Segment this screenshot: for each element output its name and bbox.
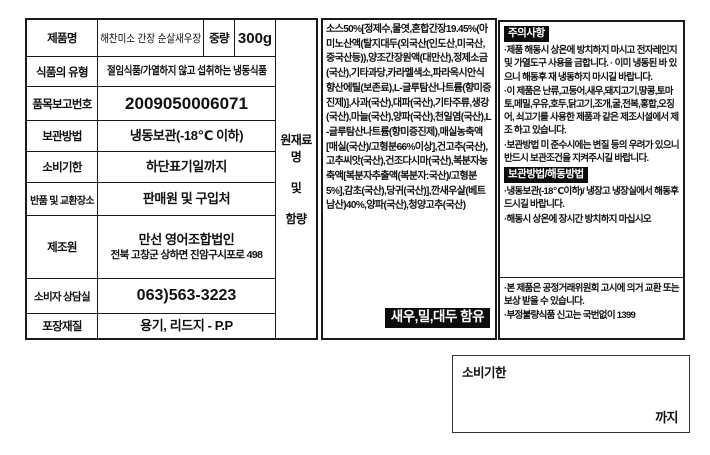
row-label: 제품명 (27, 20, 98, 56)
row-label: 제조원 (27, 216, 98, 278)
expiry-date-box: 소비기한 까지 (452, 355, 690, 433)
storage-item: 해동시 상온에 장시간 방치하지 마십시오 (504, 213, 679, 226)
ingredients-panel: 소스50%[정제수,물엿,혼합간장19.45%(아미노산액(탈지대두(외국산(인… (321, 18, 497, 340)
packaging-value: 용기, 리드지 - P.P (140, 317, 233, 333)
footer-note: 본 제품은 공정거래위원회 고시에 의거 교환 또는 보상 받을 수 있습니다. (504, 282, 680, 308)
row-label: 보관방법 (27, 121, 98, 151)
return-place-value: 판매원 및 구입처 (142, 190, 231, 206)
product-name-value: 해찬미소 간장 순살새우장 (98, 20, 204, 56)
weight-label: 중량 (204, 20, 235, 56)
row-label: 소비자 상담실 (27, 279, 98, 313)
expiry-value: 하단표기일까지 (146, 158, 227, 174)
table-row-storage: 보관방법 냉동보관(-18℃ 이하) (27, 121, 275, 152)
footer-note: 부정불량식품 신고는 국번없이 1399 (504, 309, 679, 322)
weight-value: 300g (237, 29, 273, 47)
table-row-customer-service: 소비자 상담실 063)563-3223 (27, 279, 275, 314)
expiry-box-label: 소비기한 (462, 366, 507, 380)
side-header-line1: 원재료명 (280, 133, 312, 164)
storage-item: 냉동보관(-18℃이하)/ 냉장고 냉장실에서 해동후 드시길 바랍니다. (504, 185, 679, 211)
table-row-packaging: 포장재질 용기, 리드지 - P.P (27, 314, 275, 338)
row-label: 식품의 유형 (27, 57, 98, 86)
row-label: 반품 및 교환장소 (27, 183, 98, 215)
table-row-food-type: 식품의 유형 절임식품/가열하지 않고 섭취하는 냉동식품 (27, 57, 275, 87)
expiry-box-suffix: 까지 (655, 410, 678, 425)
table-row-product-name: 제품명 해찬미소 간장 순살새우장 중량 300g (27, 20, 275, 57)
row-label: 품목보고번호 (27, 87, 98, 120)
table-row-manufacturer: 제조원 만선 영어조합법인 전북 고창군 상하면 진암구시포로 498 (27, 216, 275, 279)
customer-service-value: 063)563-3223 (136, 287, 237, 304)
product-name-text: 해찬미소 간장 순살새우장 (100, 33, 201, 45)
allergen-badge: 새우,밀,대두 함유 (384, 308, 490, 328)
table-row-expiry: 소비기한 하단표기일까지 (27, 152, 275, 183)
notices-panel: 주의사항 제품 해동시 상온에 방치하지 마시고 전자레인지 및 가열도구 사용… (498, 20, 685, 340)
row-label: 포장재질 (27, 314, 98, 338)
product-info-rows: 제품명 해찬미소 간장 순살새우장 중량 300g 식품의 유형 절임식품/가열… (27, 20, 275, 338)
table-row-report-number: 품목보고번호 2009050006071 (27, 87, 275, 121)
footer-notes-section: 본 제품은 공정거래위원회 고시에 의거 교환 또는 보상 받을 수 있습니다.… (500, 277, 683, 338)
caution-item: 이 제품은 난류,고등어,새우,돼지고기,땅콩,토마토,메밀,우유,호두,닭고기… (504, 85, 679, 138)
product-info-table: 제품명 해찬미소 간장 순살새우장 중량 300g 식품의 유형 절임식품/가열… (25, 18, 318, 340)
storage-value: 냉동보관(-18℃ 이하) (129, 127, 244, 143)
food-type-text: 절임식품/가열하지 않고 섭취하는 냉동식품 (106, 64, 267, 77)
manufacturer-name: 만선 영어조합법인 (138, 231, 235, 247)
report-number-value: 2009050006071 (125, 93, 248, 113)
storage-title-badge: 보관방법/해동방법 (504, 167, 588, 184)
caution-item: 보관방법 미 준수시에는 변질 등의 우려가 있으니 반드시 보관조건을 지켜주… (504, 139, 680, 165)
caution-title-badge: 주의사항 (504, 26, 549, 43)
manufacturer-value: 만선 영어조합법인 전북 고창군 상하면 진암구시포로 498 (98, 216, 275, 278)
side-header-line2: 및 (290, 181, 302, 195)
row-label: 소비기한 (27, 152, 98, 182)
cautions-section: 주의사항 제품 해동시 상온에 방치하지 마시고 전자레인지 및 가열도구 사용… (500, 22, 683, 277)
ingredients-side-header: 원재료명 및 함량 (275, 20, 316, 338)
caution-item: 제품 해동시 상온에 방치하지 마시고 전자레인지 및 가열도구 사용을 금합니… (504, 44, 679, 84)
table-row-return-place: 반품 및 교환장소 판매원 및 구입처 (27, 183, 275, 216)
ingredients-text: 소스50%[정제수,물엿,혼합간장19.45%(아미노산액(탈지대두(외국산(인… (326, 24, 492, 212)
side-header-line3: 함량 (285, 212, 307, 226)
row-value: 절임식품/가열하지 않고 섭취하는 냉동식품 (98, 57, 275, 86)
manufacturer-address: 전북 고창군 상하면 진암구시포로 498 (110, 249, 263, 262)
